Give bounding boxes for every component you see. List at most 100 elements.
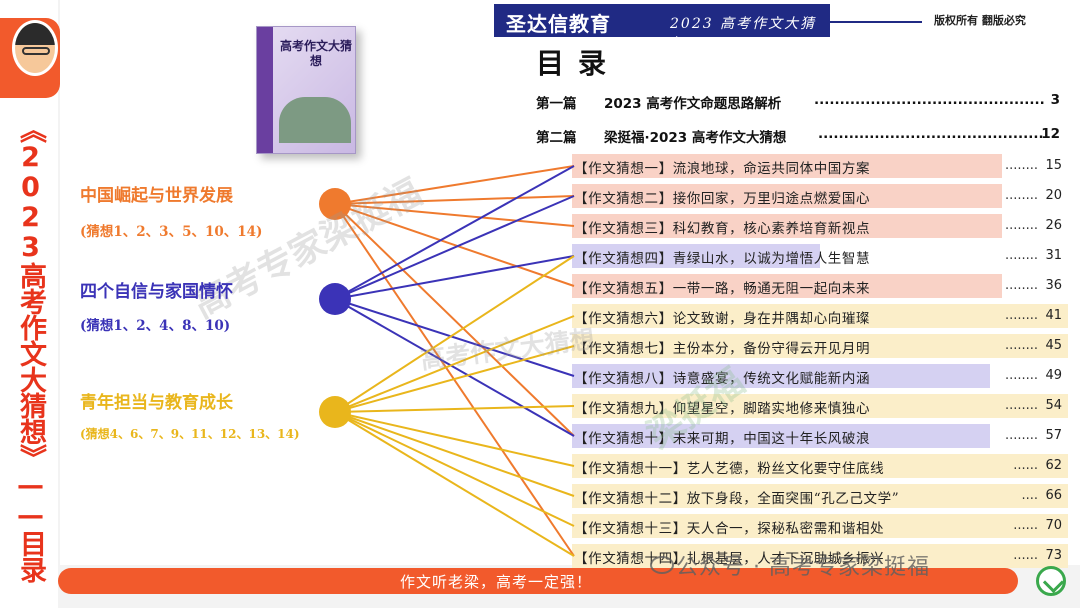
connector-theme3-guess4	[334, 255, 575, 413]
header-rule	[830, 21, 922, 23]
leader-dots: ........	[1004, 368, 1038, 383]
wechat-account: 公众号 · 高考专家梁挺福	[676, 555, 930, 580]
leader-dots: ........	[1004, 218, 1038, 233]
leader-dots: ........	[1004, 338, 1038, 353]
guess-title: 【作文猜想七】主份本分，备份守得云开见月明	[574, 341, 871, 357]
author-avatar	[12, 20, 58, 76]
leader-dots: ........	[1004, 428, 1038, 443]
guess-row-11[interactable]: 【作文猜想十一】艺人艺德，粉丝文化要守住底线...... 62	[568, 453, 1070, 479]
connector-theme3-guess9	[334, 405, 575, 413]
leader-dots: ........	[1004, 248, 1038, 263]
page-number: 36	[1045, 278, 1062, 293]
page-number: 31	[1045, 248, 1062, 263]
book-cover: 高考作文大猜想	[256, 26, 356, 154]
page-number: 49	[1045, 368, 1062, 383]
footer-bar: 作文听老梁，高考一定强！	[58, 568, 1018, 594]
guess-row-12[interactable]: 【作文猜想十二】放下身段，全面突围“孔乙己文学”.... 66	[568, 483, 1070, 509]
part-title: 梁挺福·2023 高考作文大猜想	[604, 130, 787, 146]
leader-dots: ......	[1013, 548, 1038, 563]
guess-row-1[interactable]: 【作文猜想一】流浪地球，命运共同体中国方案........15	[568, 153, 1070, 179]
wechat-icon	[650, 556, 674, 574]
guess-highlight	[572, 214, 1002, 238]
guess-row-3[interactable]: 【作文猜想三】科幻教育，核心素养培育新视点........ 26	[568, 213, 1070, 239]
page-number: 41	[1045, 308, 1062, 323]
theme-2-node	[319, 283, 351, 315]
guess-title: 【作文猜想十二】放下身段，全面突围“孔乙己文学”	[574, 491, 900, 507]
book-building-image	[279, 97, 351, 143]
page-number: 45	[1045, 338, 1062, 353]
part-label: 第一篇	[536, 96, 577, 112]
guess-highlight	[572, 454, 1068, 478]
part-title: 2023 高考作文命题思路解析	[604, 96, 782, 112]
connector-theme2-guess4	[334, 255, 575, 300]
theme-3-guesses: (猜想4、6、7、9、11、12、13、14)	[80, 427, 300, 441]
guess-title: 【作文猜想二】接你回家，万里归途点燃爱国心	[574, 191, 871, 207]
header-subtitle: 2023 高考作文大猜想	[670, 16, 817, 52]
connector-theme1-guess2	[334, 195, 575, 205]
guess-title: 【作文猜想三】科幻教育，核心素养培育新视点	[574, 221, 871, 237]
theme-2-guesses: (猜想1、2、4、8、10)	[80, 318, 231, 334]
guess-row-7[interactable]: 【作文猜想七】主份本分，备份守得云开见月明........ 45	[568, 333, 1070, 359]
theme-1-guesses: (猜想1、2、3、5、10、14)	[80, 224, 263, 240]
leader-dots: ........	[1004, 398, 1038, 413]
page-number: 73	[1045, 548, 1062, 563]
check-badge-icon	[1036, 566, 1066, 596]
guess-row-9[interactable]: 【作文猜想九】仰望星空，脚踏实地修来慎独心........ 54	[568, 393, 1070, 419]
guess-row-5[interactable]: 【作文猜想五】一带一路，畅通无阻一起向未来........ 36	[568, 273, 1070, 299]
guess-title: 【作文猜想十一】艺人艺德，粉丝文化要守住底线	[574, 461, 885, 477]
connector-theme3-guess11	[334, 411, 575, 467]
connector-theme1-guess5	[334, 203, 575, 287]
page-number: 15	[1045, 158, 1062, 173]
connector-theme2-guess1	[334, 165, 575, 300]
connector-theme3-guess14	[334, 411, 575, 557]
guess-title: 【作文猜想六】论文致谢，身在井隅却心向璀璨	[574, 311, 871, 327]
guess-row-8[interactable]: 【作文猜想八】诗意盛宴，传统文化赋能新内涵........ 49	[568, 363, 1070, 389]
guess-highlight	[572, 304, 1068, 328]
page-number: 54	[1045, 398, 1062, 413]
leader-dots: ........	[1004, 158, 1038, 173]
guess-highlight	[572, 244, 820, 268]
guess-highlight	[572, 334, 1068, 358]
page-number: 26	[1045, 218, 1062, 233]
guess-highlight	[572, 514, 1068, 538]
guess-row-10[interactable]: 【作文猜想十】未来可期，中国这十年长风破浪........57	[568, 423, 1070, 449]
guess-title: 【作文猜想四】青绿山水，以诚为增悟人生智慧	[574, 251, 871, 267]
leader-dots: ......	[1013, 458, 1038, 473]
book-title: 高考作文大猜想	[279, 39, 352, 68]
page-number: 66	[1045, 488, 1062, 503]
toc-part-1[interactable]: 第一篇 2023 高考作文命题思路解析 ....................…	[536, 92, 1060, 112]
leader-dots: ........	[1004, 308, 1038, 323]
toc-part-2[interactable]: 第二篇 梁挺福·2023 高考作文大猜想 ...................…	[536, 126, 1060, 146]
connector-theme2-guess10	[334, 298, 575, 437]
guess-row-6[interactable]: 【作文猜想六】论文致谢，身在井隅却心向璀璨........ 41	[568, 303, 1070, 329]
guess-highlight	[572, 394, 1068, 418]
connector-theme1-guess3	[334, 203, 575, 227]
guess-highlight	[572, 424, 990, 448]
copyright-notice: 版权所有 翻版必究	[934, 14, 1026, 27]
brand-name: 圣达信教育	[506, 12, 611, 36]
theme-3-node	[319, 396, 351, 428]
guess-row-4[interactable]: 【作文猜想四】青绿山水，以诚为增悟人生智慧........ 31	[568, 243, 1070, 269]
theme-3-title: 青年担当与教育成长	[80, 393, 233, 413]
leader-dots: ....	[1021, 488, 1038, 503]
guess-row-2[interactable]: 【作文猜想二】接你回家，万里归途点燃爱国心........20	[568, 183, 1070, 209]
connector-theme3-guess6	[334, 315, 575, 413]
guess-row-13[interactable]: 【作文猜想十三】天人合一，探秘私密需和谐相处......70	[568, 513, 1070, 539]
guess-highlight	[572, 154, 1002, 178]
page-number: 57	[1045, 428, 1062, 443]
connector-theme1-guess1	[334, 165, 575, 205]
leader-dots: ........	[1004, 278, 1038, 293]
vertical-title: 《2023高考作文大猜想》——目录	[15, 116, 46, 582]
connector-theme3-guess13	[334, 411, 575, 527]
guess-title: 【作文猜想十三】天人合一，探秘私密需和谐相处	[574, 521, 885, 537]
page-number: 3	[1050, 92, 1060, 108]
leader-dots: ........................................…	[814, 92, 1044, 108]
guess-highlight	[572, 274, 1002, 298]
connector-theme1-guess10	[334, 203, 575, 437]
guess-title: 【作文猜想九】仰望星空，脚踏实地修来慎独心	[574, 401, 871, 417]
guess-title: 【作文猜想八】诗意盛宴，传统文化赋能新内涵	[574, 371, 871, 387]
toc-title: 目录	[536, 47, 621, 80]
guess-title: 【作文猜想五】一带一路，畅通无阻一起向未来	[574, 281, 871, 297]
page-number: 62	[1045, 458, 1062, 473]
